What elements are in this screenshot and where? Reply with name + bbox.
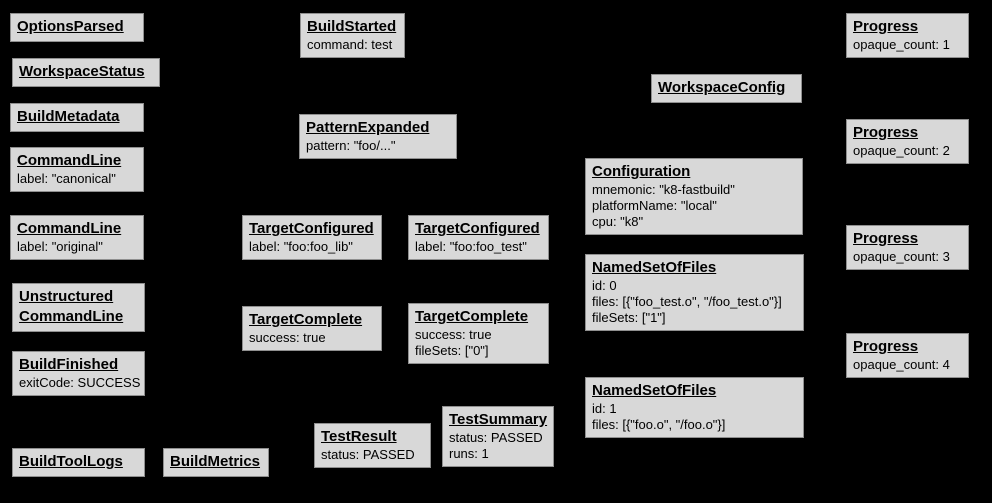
node-title: Configuration (592, 163, 691, 180)
node-title: NamedSetOfFiles (592, 259, 717, 276)
node-title: TestResult (321, 428, 397, 445)
node-title: BuildToolLogs (19, 453, 123, 470)
node-title: Unstructured CommandLine (19, 288, 124, 325)
node-attribute: id: 1 (592, 401, 617, 416)
node-attribute: success: true (415, 327, 492, 342)
node-build-metrics: BuildMetrics (163, 448, 269, 477)
node-unstructured-command-line: Unstructured CommandLine (12, 283, 145, 332)
node-title: CommandLine (17, 220, 122, 237)
node-target-configured-foo-lib: TargetConfigured label: "foo:foo_lib" (242, 215, 382, 260)
node-title: WorkspaceStatus (19, 63, 145, 80)
node-attribute: success: true (249, 330, 326, 345)
node-build-started: BuildStarted command: test (300, 13, 405, 58)
node-title: OptionsParsed (17, 18, 124, 35)
node-workspace-status: WorkspaceStatus (12, 58, 160, 87)
node-build-tool-logs: BuildToolLogs (12, 448, 145, 477)
node-attribute: status: PASSED (449, 430, 543, 445)
node-attribute: label: "canonical" (17, 171, 116, 186)
node-title: BuildMetadata (17, 108, 120, 125)
node-title: TargetComplete (249, 311, 363, 328)
node-title: NamedSetOfFiles (592, 382, 717, 399)
node-target-complete-lib: TargetComplete success: true (242, 306, 382, 351)
node-test-summary: TestSummary status: PASSED runs: 1 (442, 406, 554, 467)
node-attribute: files: [{"foo.o", "/foo.o"}] (592, 417, 726, 432)
node-attribute: fileSets: ["1"] (592, 310, 666, 325)
node-workspace-config: WorkspaceConfig (651, 74, 802, 103)
node-attribute: pattern: "foo/..." (306, 138, 396, 153)
node-attribute: files: [{"foo_test.o", "/foo_test.o"}] (592, 294, 782, 309)
node-pattern-expanded: PatternExpanded pattern: "foo/..." (299, 114, 457, 159)
node-attribute: opaque_count: 1 (853, 37, 950, 52)
node-target-complete-test: TargetComplete success: true fileSets: [… (408, 303, 549, 364)
node-title: BuildMetrics (170, 453, 261, 470)
node-configuration: Configuration mnemonic: "k8-fastbuild" p… (585, 158, 803, 235)
node-attribute: opaque_count: 3 (853, 249, 950, 264)
node-named-set-of-files-1: NamedSetOfFiles id: 1 files: [{"foo.o", … (585, 377, 804, 438)
node-title: TargetConfigured (415, 220, 540, 237)
node-progress-2: Progress opaque_count: 2 (846, 119, 969, 164)
node-title: PatternExpanded (306, 119, 430, 136)
node-attribute: mnemonic: "k8-fastbuild" (592, 182, 735, 197)
node-attribute: exitCode: SUCCESS (19, 375, 141, 390)
node-command-line-canonical: CommandLine label: "canonical" (10, 147, 144, 192)
node-attribute: runs: 1 (449, 446, 489, 461)
node-named-set-of-files-0: NamedSetOfFiles id: 0 files: [{"foo_test… (585, 254, 804, 331)
node-title: TestSummary (449, 411, 548, 428)
node-title: BuildStarted (307, 18, 397, 35)
node-attribute: opaque_count: 4 (853, 357, 950, 372)
node-title: Progress (853, 338, 919, 355)
node-attribute: status: PASSED (321, 447, 415, 462)
node-progress-1: Progress opaque_count: 1 (846, 13, 969, 58)
node-title: TargetComplete (415, 308, 529, 325)
node-title: BuildFinished (19, 356, 119, 373)
node-attribute: label: "foo:foo_lib" (249, 239, 353, 254)
node-attribute: fileSets: ["0"] (415, 343, 489, 358)
node-attribute: label: "original" (17, 239, 103, 254)
node-options-parsed: OptionsParsed (10, 13, 144, 42)
node-attribute: opaque_count: 2 (853, 143, 950, 158)
node-test-result: TestResult status: PASSED (314, 423, 431, 468)
node-attribute: label: "foo:foo_test" (415, 239, 527, 254)
node-progress-4: Progress opaque_count: 4 (846, 333, 969, 378)
node-title: TargetConfigured (249, 220, 374, 237)
node-build-metadata: BuildMetadata (10, 103, 144, 132)
node-attribute: command: test (307, 37, 393, 52)
node-command-line-original: CommandLine label: "original" (10, 215, 144, 260)
node-attribute: id: 0 (592, 278, 617, 293)
node-attribute: platformName: "local" (592, 198, 717, 213)
node-title: Progress (853, 18, 919, 35)
node-title: Progress (853, 124, 919, 141)
node-progress-3: Progress opaque_count: 3 (846, 225, 969, 270)
node-title: CommandLine (17, 152, 122, 169)
node-title: WorkspaceConfig (658, 79, 786, 96)
node-build-finished: BuildFinished exitCode: SUCCESS (12, 351, 145, 396)
node-title: Progress (853, 230, 919, 247)
node-target-configured-foo-test: TargetConfigured label: "foo:foo_test" (408, 215, 549, 260)
node-attribute: cpu: "k8" (592, 214, 644, 229)
